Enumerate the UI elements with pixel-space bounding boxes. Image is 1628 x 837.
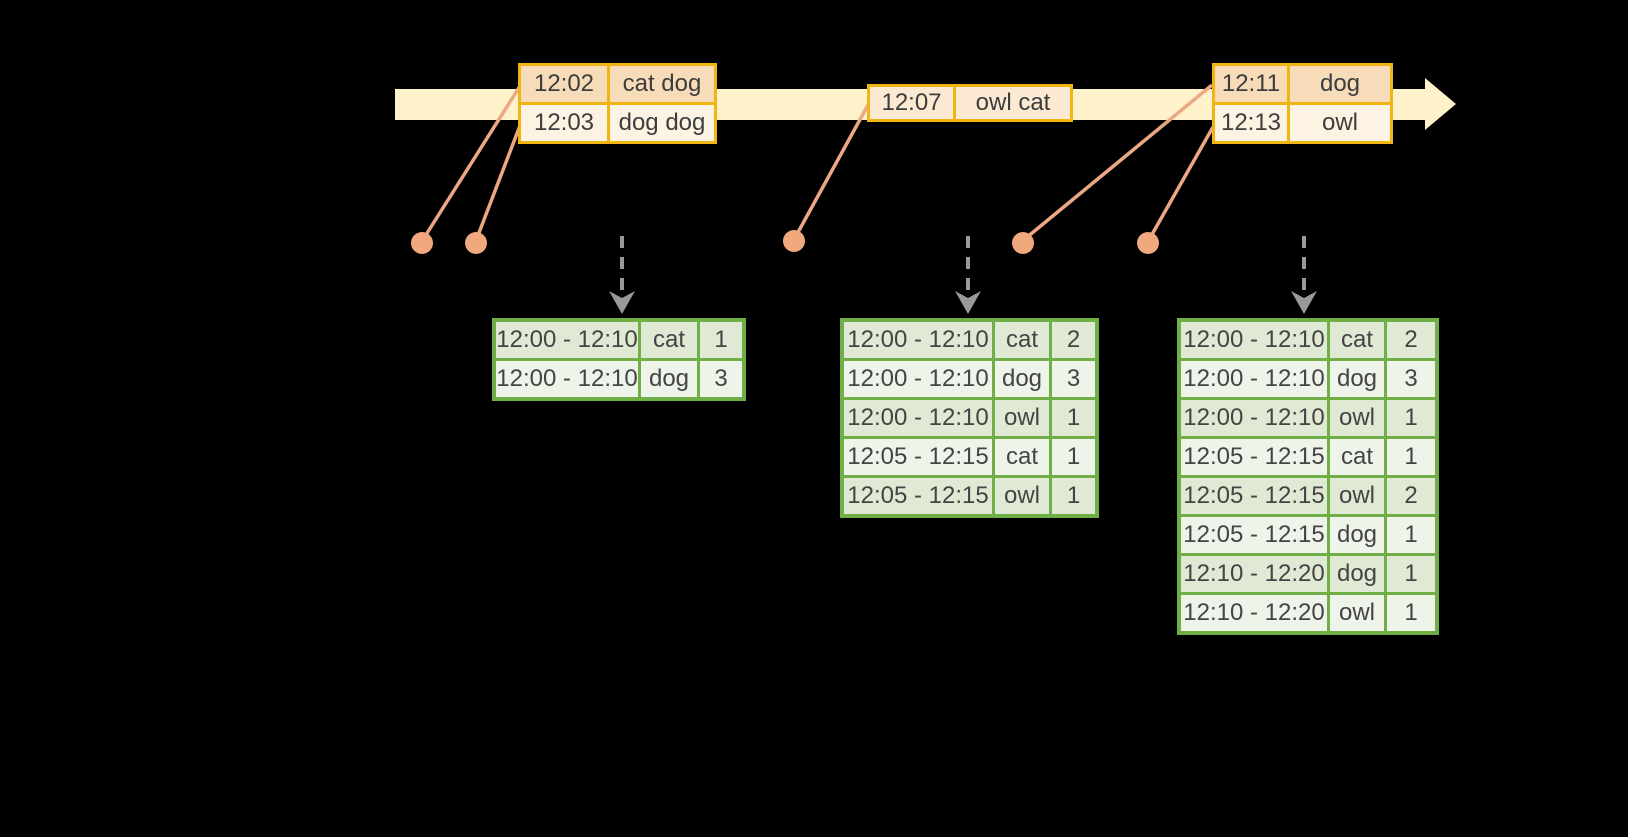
result-count-cell: 3 <box>1387 361 1435 397</box>
result-count-cell: 1 <box>1052 478 1095 514</box>
result-count-cell: 1 <box>1387 439 1435 475</box>
result-word-cell: cat <box>995 322 1049 358</box>
result-count-cell: 2 <box>1052 322 1095 358</box>
result-window-cell: 12:05 - 12:15 <box>1181 517 1327 553</box>
result-count-cell: 1 <box>1387 595 1435 631</box>
result-word-cell: owl <box>995 478 1049 514</box>
event-connector-line <box>422 85 522 239</box>
result-word-cell: dog <box>1330 556 1384 592</box>
result-window-cell: 12:00 - 12:10 <box>1181 322 1327 358</box>
result-window-cell: 12:00 - 12:10 <box>844 400 992 436</box>
event-connector-line <box>475 122 523 239</box>
result-word-cell: dog <box>1330 361 1384 397</box>
event-words-cell: dog dog <box>610 105 714 141</box>
result-count-cell: 1 <box>1052 400 1095 436</box>
result-word-cell: cat <box>1330 322 1384 358</box>
event-connector-line <box>1148 126 1215 239</box>
result-count-cell: 1 <box>1052 439 1095 475</box>
event-dot <box>1012 232 1034 254</box>
result-window-cell: 12:00 - 12:10 <box>844 361 992 397</box>
result-word-cell: owl <box>1330 478 1384 514</box>
result-word-cell: owl <box>1330 595 1384 631</box>
result-window-cell: 12:05 - 12:15 <box>1181 439 1327 475</box>
result-window-cell: 12:10 - 12:20 <box>1181 595 1327 631</box>
event-dots <box>411 230 1159 254</box>
result-word-cell: cat <box>1330 439 1384 475</box>
event-time-cell: 12:11 <box>1215 66 1287 102</box>
result-count-cell: 1 <box>1387 517 1435 553</box>
result-count-cell: 2 <box>1387 322 1435 358</box>
event-connector-line <box>794 104 870 237</box>
event-words-cell: owl cat <box>956 87 1070 119</box>
result-window-cell: 12:00 - 12:10 <box>496 322 638 358</box>
result-window-cell: 12:00 - 12:10 <box>496 361 638 397</box>
result-count-cell: 1 <box>1387 400 1435 436</box>
event-words-cell: owl <box>1290 105 1390 141</box>
event-connector-lines <box>422 83 1215 240</box>
trigger-arrow-icon <box>955 236 981 314</box>
event-words-cell: dog <box>1290 66 1390 102</box>
event-time-cell: 12:07 <box>870 87 953 119</box>
result-word-cell: owl <box>995 400 1049 436</box>
result-window-cell: 12:05 - 12:15 <box>844 439 992 475</box>
result-window-cell: 12:00 - 12:10 <box>844 322 992 358</box>
event-connector-line <box>1024 83 1214 240</box>
result-window-cell: 12:05 - 12:15 <box>844 478 992 514</box>
result-count-cell: 1 <box>1387 556 1435 592</box>
timeline-arrowhead-icon <box>1425 78 1456 130</box>
result-count-cell: 3 <box>700 361 742 397</box>
event-dot <box>1137 232 1159 254</box>
trigger-arrow-icon <box>1291 236 1317 314</box>
result-count-cell: 1 <box>700 322 742 358</box>
result-word-cell: owl <box>1330 400 1384 436</box>
result-word-cell: cat <box>641 322 697 358</box>
result-window-cell: 12:00 - 12:10 <box>1181 361 1327 397</box>
result-window-cell: 12:00 - 12:10 <box>1181 400 1327 436</box>
event-time-cell: 12:02 <box>521 66 607 102</box>
trigger-arrows <box>609 236 1317 314</box>
event-dot <box>465 232 487 254</box>
trigger-arrow-icon <box>609 236 635 314</box>
result-count-cell: 2 <box>1387 478 1435 514</box>
event-dot <box>783 230 805 252</box>
event-dot <box>411 232 433 254</box>
result-word-cell: cat <box>995 439 1049 475</box>
result-word-cell: dog <box>995 361 1049 397</box>
event-words-cell: cat dog <box>610 66 714 102</box>
result-word-cell: dog <box>1330 517 1384 553</box>
event-time-cell: 12:13 <box>1215 105 1287 141</box>
result-window-cell: 12:10 - 12:20 <box>1181 556 1327 592</box>
result-word-cell: dog <box>641 361 697 397</box>
event-time-cell: 12:03 <box>521 105 607 141</box>
result-count-cell: 3 <box>1052 361 1095 397</box>
result-window-cell: 12:05 - 12:15 <box>1181 478 1327 514</box>
